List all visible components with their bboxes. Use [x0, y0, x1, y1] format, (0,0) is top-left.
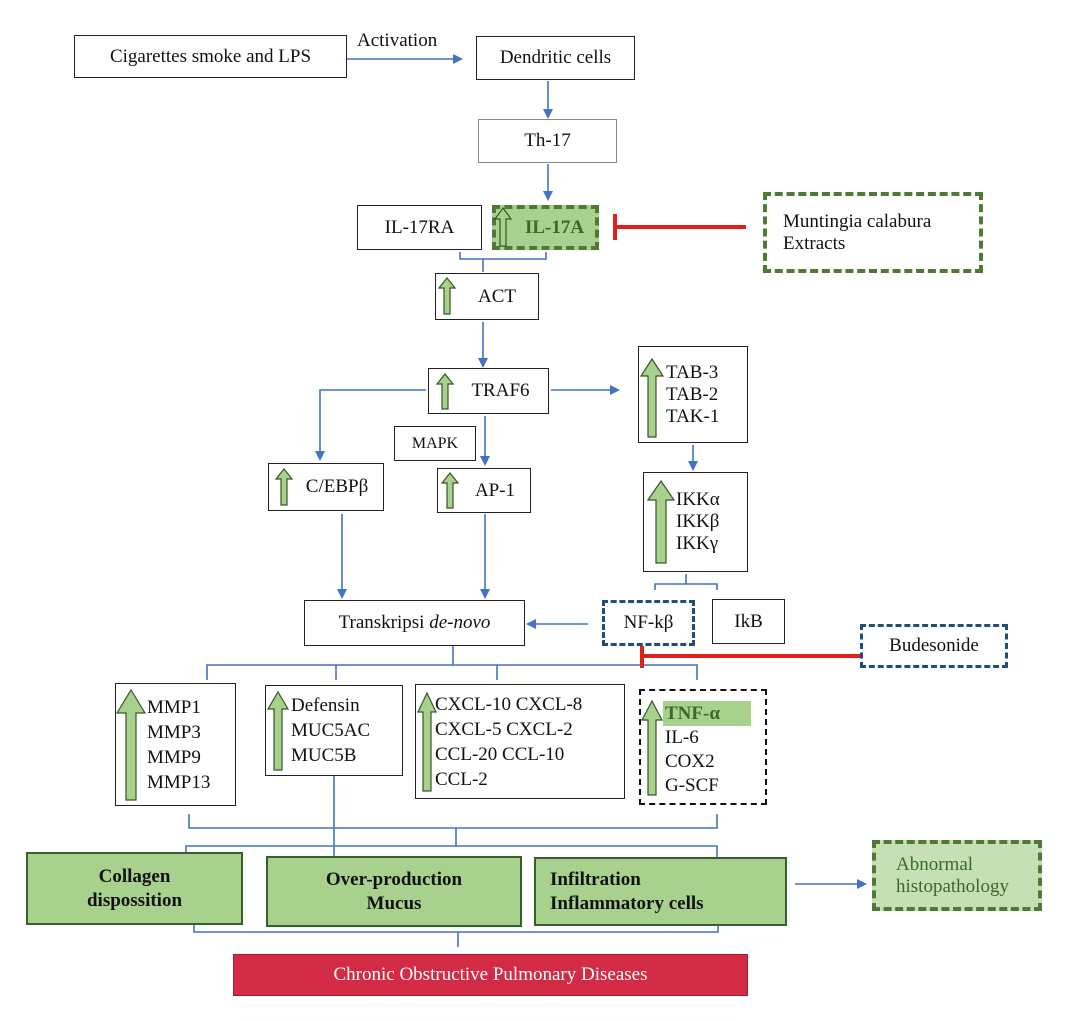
tak1-label: TAK-1 [666, 405, 720, 427]
node-abnormal-histopathology: Abnormal histopathology [872, 840, 1042, 911]
up-arrow-icon [647, 480, 675, 564]
node-defensin-group: Defensin MUC5AC MUC5B [265, 685, 403, 776]
up-arrow-icon [494, 207, 512, 247]
muntingia-label-1: Muntingia calabura [783, 210, 932, 232]
node-collagen-deposition: Collagen dispossition [26, 852, 243, 925]
up-arrow-icon [436, 373, 454, 410]
mucus-label-2: Mucus [366, 892, 422, 914]
mmp-3: MMP9 [147, 746, 201, 768]
node-copd: Chronic Obstructive Pulmonary Diseases [233, 954, 748, 996]
muntingia-label-2: Extracts [783, 232, 846, 254]
bracket [193, 925, 719, 933]
mucus-label-1: Over-production [325, 868, 463, 890]
ikkg-label: IKKγ [676, 533, 719, 554]
bracket [188, 814, 718, 829]
cytokine-2: COX2 [665, 751, 715, 772]
chemokine-4: CCL-2 [435, 768, 488, 790]
collagen-label-1: Collagen [98, 865, 171, 887]
abnormal-label-2: histopathology [896, 875, 1009, 897]
node-dendritic-cells: Dendritic cells [476, 36, 635, 80]
node-th17: Th-17 [478, 119, 617, 163]
chemokine-1: CXCL-10 CXCL-8 [435, 693, 583, 715]
infiltration-label-2: Inflammatory cells [550, 892, 704, 914]
defensin-3: MUC5B [291, 745, 357, 766]
transkripsi-italic: de-novo [429, 612, 491, 633]
node-muntingia-extract: Muntingia calabura Extracts [763, 192, 983, 273]
node-nfkb: NF-kβ [602, 600, 695, 646]
transkripsi-label: Transkripsi [338, 612, 430, 633]
node-cigarette-smoke: Cigarettes smoke and LPS [74, 35, 347, 78]
node-il17ra: IL-17RA [357, 205, 482, 250]
defensin-2: MUC5AC [291, 720, 371, 741]
tab3-label: TAB-3 [666, 361, 719, 383]
node-il17a: IL-17A [492, 205, 599, 250]
up-arrow-icon [275, 468, 293, 506]
chemokine-3: CCL-20 CCL-10 [435, 743, 565, 765]
collagen-label-2: dispossition [86, 889, 183, 911]
up-arrow-icon [267, 691, 289, 771]
edge-label-activation: Activation [357, 30, 438, 51]
ikka-label: IKKα [676, 489, 720, 510]
node-mucus-overproduction: Over-production Mucus [266, 856, 522, 927]
bracket [654, 583, 718, 590]
node-il17a-label: IL-17A [524, 216, 585, 238]
mmp-2: MMP3 [147, 721, 201, 743]
defensin-1: Defensin [291, 695, 360, 716]
tab2-label: TAB-2 [666, 383, 719, 405]
cytokine-1: IL-6 [665, 727, 699, 748]
up-arrow-icon [640, 358, 664, 438]
ikkb-label: IKKβ [676, 511, 720, 532]
arrow-icon [315, 389, 426, 461]
abnormal-label-1: Abnormal [896, 853, 974, 875]
tnfa-label: TNF-α [665, 703, 720, 724]
bracket [459, 252, 547, 260]
node-chemokine-group: CXCL-10 CXCL-8 CXCL-5 CXCL-2 CCL-20 CCL-… [415, 684, 625, 799]
up-arrow-icon [438, 277, 456, 315]
tnfa-highlight [663, 701, 751, 726]
mmp-1: MMP1 [147, 696, 201, 718]
infiltration-label-1: Infiltration [550, 868, 641, 890]
up-arrow-icon [441, 472, 459, 509]
node-act: ACT [435, 273, 539, 320]
node-cytokine-group: TNF-α IL-6 COX2 G-SCF [639, 689, 767, 805]
cytokine-3: G-SCF [665, 775, 719, 796]
chemokine-2: CXCL-5 CXCL-2 [435, 718, 573, 740]
up-arrow-icon [417, 692, 437, 792]
up-arrow-icon [116, 689, 146, 801]
up-arrow-icon [641, 700, 663, 796]
node-ikb: IkB [712, 599, 785, 644]
node-transkripsi: Transkripsi de-novo [304, 600, 525, 646]
node-budesonide: Budesonide [860, 624, 1008, 668]
mmp-4: MMP13 [147, 771, 211, 793]
node-mapk: MAPK [394, 426, 476, 461]
node-inflammatory-infiltration: Infiltration Inflammatory cells [534, 857, 787, 926]
